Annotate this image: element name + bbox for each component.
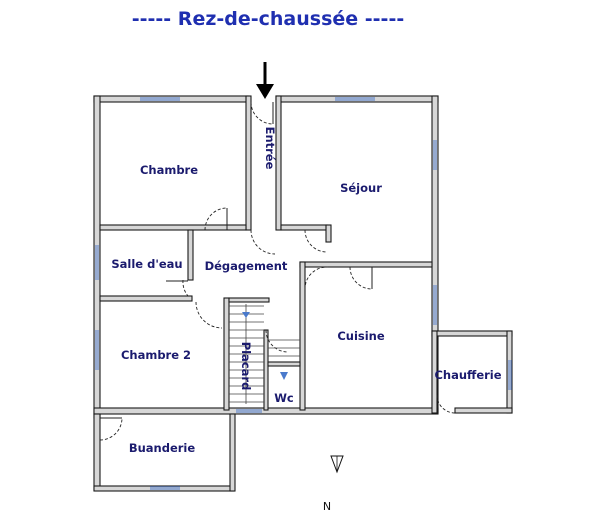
plan-title: ----- Rez-de-chaussée -----: [132, 8, 404, 30]
stair-arrow-icon: [242, 312, 250, 318]
compass-north-label: N: [323, 500, 331, 513]
room-label-wc: Wc: [274, 391, 294, 405]
room-label-cuisine: Cuisine: [337, 329, 385, 343]
walls: [93, 95, 513, 492]
room-label-chambre2: Chambre 2: [121, 348, 191, 362]
room-label-degagement: Dégagement: [205, 259, 288, 273]
arrow-down-icon: [256, 62, 274, 99]
room-label-chaufferie: Chaufferie: [434, 368, 501, 382]
doors: [99, 101, 456, 441]
compass-icon: [330, 455, 344, 474]
room-label-chambre: Chambre: [140, 163, 198, 177]
room-label-placard: Placard: [239, 342, 253, 391]
wc-arrow-icon: [280, 372, 288, 380]
windows: [95, 97, 512, 490]
room-label-buanderie: Buanderie: [129, 441, 196, 455]
room-label-entree: Entrée: [263, 127, 277, 170]
stairs: [229, 304, 300, 404]
room-label-sejour: Séjour: [340, 181, 382, 195]
room-label-salle-deau: Salle d'eau: [111, 257, 182, 271]
